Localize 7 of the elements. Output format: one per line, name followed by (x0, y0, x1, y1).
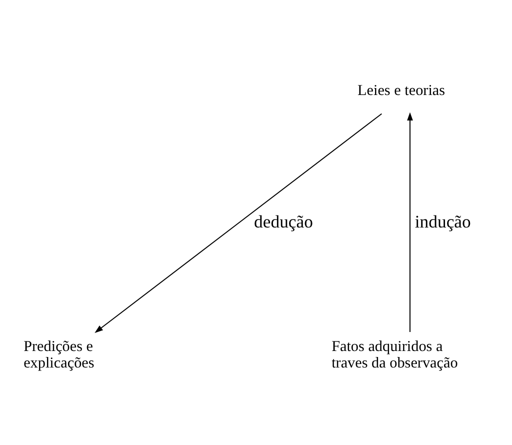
node-text: Predições e explicações (24, 337, 94, 371)
arrow (407, 112, 413, 332)
node-text: Fatos adquiridos a traves da observação (332, 337, 458, 371)
node-text: Leies e teorias (358, 81, 446, 98)
edge-label: dedução (254, 211, 313, 232)
arrow (94, 112, 382, 332)
edge-label: indução (414, 211, 471, 232)
